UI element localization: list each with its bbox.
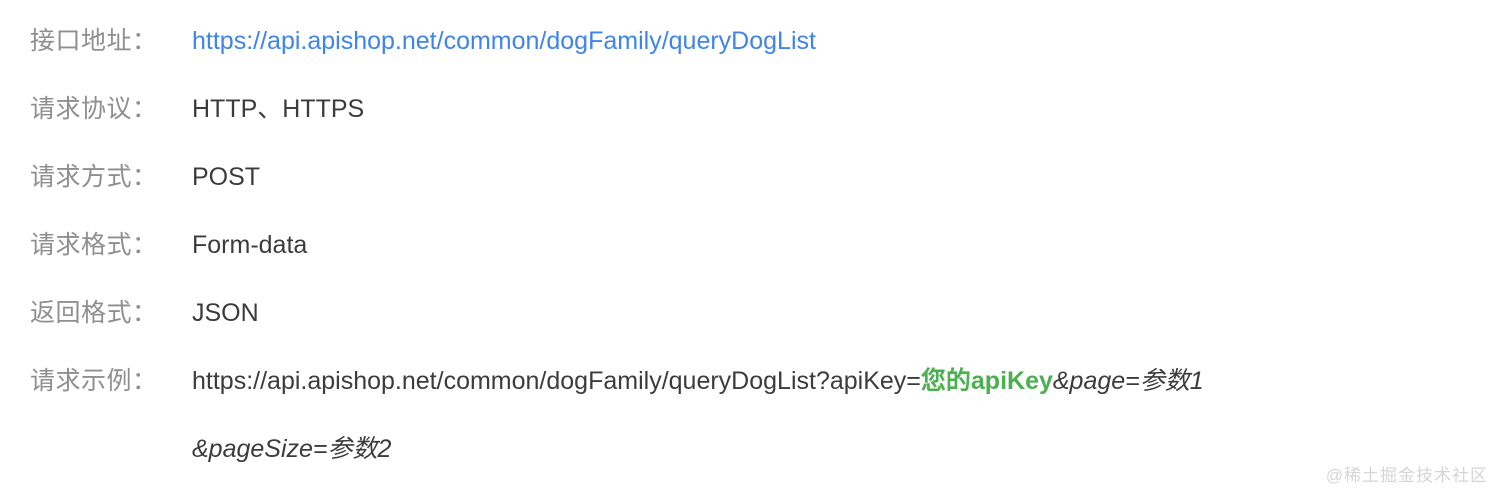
watermark: @稀土掘金技术社区 <box>1325 466 1488 485</box>
request-format-label: 请求格式： <box>30 231 158 259</box>
example-line-1: https://api.apishop.net/common/dogFamily… <box>192 364 1204 398</box>
api-url-link[interactable]: https://api.apishop.net/common/dogFamily… <box>192 27 816 55</box>
request-example-value: https://api.apishop.net/common/dogFamily… <box>192 364 1204 466</box>
example-url-base: https://api.apishop.net/common/dogFamily… <box>192 367 921 395</box>
example-param-pagesize: &pageSize=参数2 <box>192 435 392 463</box>
api-url-value: https://api.apishop.net/common/dogFamily… <box>192 24 816 58</box>
response-format-label: 返回格式： <box>30 299 158 327</box>
row-request-protocol: 请求协议： HTTP、HTTPS <box>30 92 1502 126</box>
row-api-url: 接口地址： https://api.apishop.net/common/dog… <box>30 24 1502 58</box>
row-response-format: 返回格式： JSON <box>30 296 1502 330</box>
response-format-value: JSON <box>192 299 259 327</box>
row-request-method: 请求方式： POST <box>30 160 1502 194</box>
api-doc-panel: 接口地址： https://api.apishop.net/common/dog… <box>30 24 1502 466</box>
request-method-label: 请求方式： <box>30 163 158 191</box>
request-method-value: POST <box>192 163 261 191</box>
api-url-label: 接口地址： <box>30 27 158 55</box>
row-request-format: 请求格式： Form-data <box>30 228 1502 262</box>
example-line-2: &pageSize=参数2 <box>192 432 1204 466</box>
row-request-example: 请求示例： https://api.apishop.net/common/dog… <box>30 364 1502 466</box>
request-protocol-label: 请求协议： <box>30 95 158 123</box>
example-param-page: &page=参数1 <box>1052 367 1204 395</box>
request-format-value: Form-data <box>192 231 308 259</box>
example-apikey-placeholder: 您的apiKey <box>920 367 1053 395</box>
request-example-label: 请求示例： <box>30 367 158 395</box>
request-protocol-value: HTTP、HTTPS <box>192 95 365 123</box>
